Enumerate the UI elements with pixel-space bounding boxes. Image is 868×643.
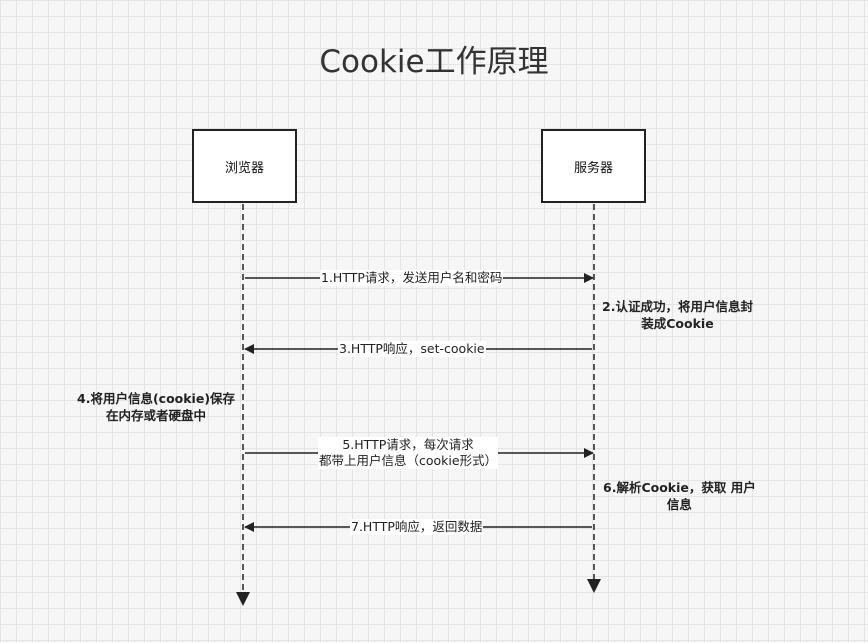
message-5-label-line1: 5.HTTP请求，每次请求 — [342, 437, 474, 452]
message-1-label: 1.HTTP请求，发送用户名和密码 — [320, 270, 504, 286]
message-5-label-line2: 都带上用户信息（cookie形式） — [319, 453, 498, 468]
browser-participant-box: 浏览器 — [192, 129, 297, 203]
message-3-label: 3.HTTP响应，set-cookie — [338, 341, 486, 357]
note-2-line2: 装成Cookie — [641, 316, 714, 331]
server-participant-box: 服务器 — [541, 129, 646, 203]
server-note-step-2: 2.认证成功，将用户信息封 装成Cookie — [602, 298, 753, 332]
browser-note-step-4: 4.将用户信息(cookie)保存 在内存或者硬盘中 — [77, 390, 235, 424]
server-label: 服务器 — [573, 160, 613, 176]
note-6-line2: 信息 — [666, 497, 692, 512]
message-7-label: 7.HTTP响应，返回数据 — [350, 519, 484, 535]
note-4-line1: 4.将用户信息(cookie)保存 — [77, 391, 236, 406]
browser-lifeline-arrowhead — [236, 592, 250, 606]
note-4-line2: 在内存或者硬盘中 — [106, 408, 207, 423]
message-5-label: 5.HTTP请求，每次请求 都带上用户信息（cookie形式） — [318, 437, 499, 469]
browser-label: 浏览器 — [224, 160, 264, 176]
note-6-line1: 6.解析Cookie，获取 用户 — [603, 480, 756, 495]
server-lifeline-arrowhead — [587, 579, 601, 593]
server-note-step-6: 6.解析Cookie，获取 用户 信息 — [603, 479, 756, 513]
diagram-title: Cookie工作原理 — [319, 44, 549, 80]
note-2-line1: 2.认证成功，将用户信息封 — [602, 299, 753, 314]
